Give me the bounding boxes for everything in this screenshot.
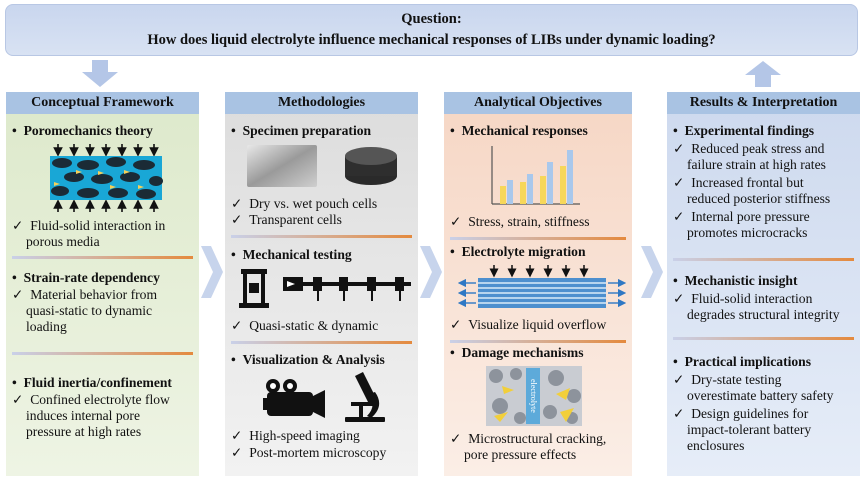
split-hopkinson-bar-icon	[283, 277, 411, 301]
chevron-right-icon	[420, 246, 442, 298]
section-heading: • Strain-rate dependency	[12, 270, 160, 285]
test-machine-icon	[239, 269, 269, 308]
check-item-continued: reduced posterior stiffness	[687, 191, 831, 206]
section-divider	[12, 256, 193, 259]
check-item: ✓ Dry vs. wet pouch cells	[231, 196, 378, 211]
check-item-continued: pressure at high rates	[26, 424, 142, 439]
check-item-continued: promotes microcracks	[687, 225, 808, 240]
section-heading: • Mechanistic insight	[673, 273, 798, 288]
check-item-continued: porous media	[26, 234, 100, 249]
section-heading: • Practical implications	[673, 354, 812, 369]
check-item-continued: quasi-static to dynamic	[26, 303, 153, 318]
specimen-photos	[247, 145, 397, 187]
section-heading: • Experimental findings	[673, 123, 815, 138]
check-item-continued: failure strain at high rates	[687, 157, 826, 172]
check-item: ✓ Microstructural cracking,	[450, 431, 607, 446]
question-text: How does liquid electrolyte influence me…	[147, 32, 716, 48]
porous-media-figure	[50, 144, 163, 212]
check-item-continued: enclosures	[687, 438, 745, 453]
section-divider	[231, 341, 412, 344]
section-heading: • Visualization & Analysis	[231, 352, 385, 367]
section-heading: • Mechanical testing	[231, 247, 352, 262]
section-divider	[450, 237, 626, 240]
pouch-cell-image	[247, 145, 317, 187]
check-item-continued: degrades structural integrity	[687, 307, 840, 322]
section-heading: • Fluid inertia/confinement	[12, 375, 172, 390]
check-item-continued: pore pressure effects	[464, 447, 577, 462]
methodologies-panel: Methodologies • Specimen preparation ✓ D…	[225, 92, 418, 476]
section-heading: • Damage mechanisms	[450, 345, 584, 360]
chevron-right-icon	[201, 246, 223, 298]
results-interpretation-panel: Results & Interpretation • Experimental …	[667, 92, 860, 476]
check-item: ✓ Stress, strain, stiffness	[450, 214, 590, 229]
check-item: ✓ Fluid-solid interaction	[673, 291, 813, 306]
section-heading: • Poromechanics theory	[12, 123, 153, 138]
section-divider	[231, 235, 412, 238]
check-item: ✓ Internal pore pressure	[673, 209, 810, 224]
analytical-objectives-panel: Analytical Objectives • Mechanical respo…	[444, 92, 632, 476]
check-item-continued: loading	[26, 319, 67, 334]
down-arrow-icon	[82, 60, 118, 87]
section-divider	[673, 337, 854, 340]
testing-equipment-icons	[239, 269, 411, 308]
check-item-continued: induces internal pore	[26, 408, 140, 423]
check-item: ✓ Fluid-solid interaction in	[12, 218, 166, 233]
check-item: ✓ Visualize liquid overflow	[450, 317, 607, 332]
section-divider	[673, 258, 854, 261]
check-item: ✓ Dry-state testing	[673, 372, 782, 387]
check-item-continued: impact-tolerant battery	[687, 422, 812, 437]
check-item: ✓ Design guidelines for	[673, 406, 809, 421]
section-divider	[12, 352, 193, 355]
check-item: ✓ Quasi-static & dynamic	[231, 318, 379, 333]
electrolyte-migration-figure	[458, 265, 626, 308]
check-item: ✓ Reduced peak stress and	[673, 141, 825, 156]
check-item: ✓ Material behavior from	[12, 287, 158, 302]
microscope-icon	[345, 372, 385, 422]
section-divider	[450, 340, 626, 343]
conceptual-framework-panel: Conceptual Framework • Poromechanics the…	[6, 92, 199, 476]
check-item: ✓ Confined electrolyte flow	[12, 392, 170, 407]
electrolyte-label: electrolyte	[529, 379, 538, 413]
section-heading: • Specimen preparation	[231, 123, 372, 138]
bar-chart-icon	[491, 146, 580, 205]
check-item: ✓ Post-mortem microscopy	[231, 445, 387, 460]
high-speed-camera-icon	[263, 379, 325, 418]
panel-title: Conceptual Framework	[6, 92, 199, 114]
question-banner: Question: How does liquid electrolyte in…	[5, 4, 858, 56]
imaging-equipment-icons	[263, 372, 385, 422]
up-arrow-icon	[745, 61, 781, 87]
check-item: ✓ Increased frontal but	[673, 175, 804, 190]
chevron-right-icon	[641, 246, 663, 298]
section-heading: • Mechanical responses	[450, 123, 588, 138]
check-item-continued: overestimate battery safety	[687, 388, 834, 403]
panel-title: Analytical Objectives	[444, 92, 632, 114]
check-item: ✓ Transparent cells	[231, 212, 342, 227]
question-label: Question:	[401, 11, 462, 27]
section-heading: • Electrolyte migration	[450, 244, 586, 259]
panel-title: Methodologies	[225, 92, 418, 114]
check-item: ✓ High-speed imaging	[231, 428, 360, 443]
panel-title: Results & Interpretation	[667, 92, 860, 114]
damage-micrograph: electrolyte	[486, 366, 582, 426]
